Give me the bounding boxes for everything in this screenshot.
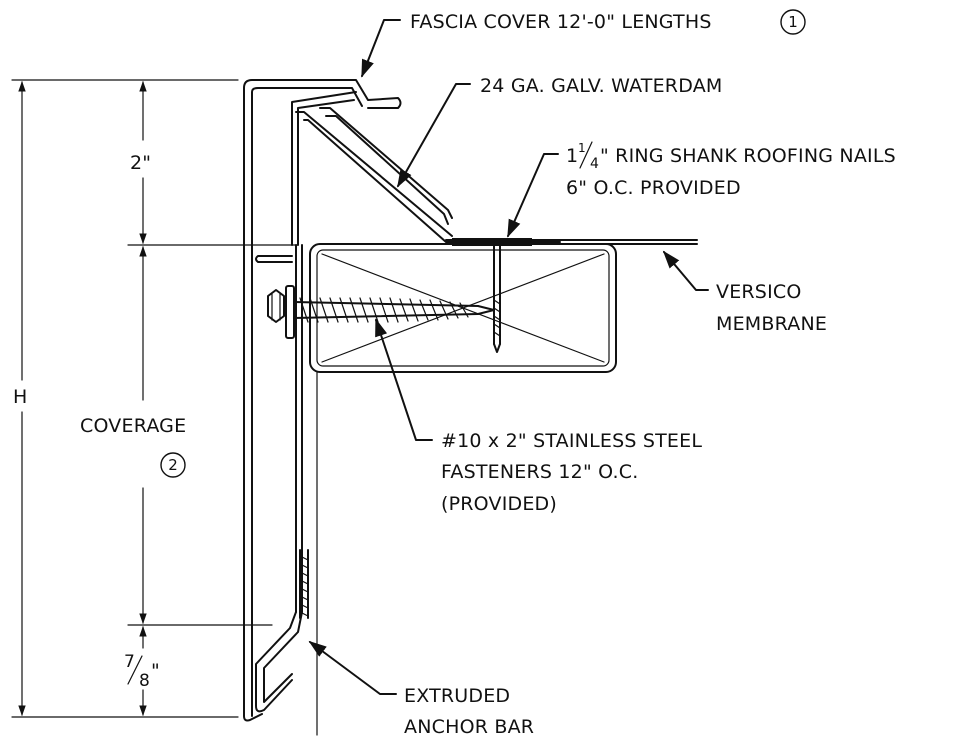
waterdam-leader <box>397 83 471 188</box>
extruded-anchor-bar <box>255 549 309 713</box>
fasteners-leader <box>375 318 433 441</box>
coverage-note-circle <box>160 452 186 478</box>
fascia-cover-label: FASCIA COVER 12'-0" LENGTHS <box>410 11 712 33</box>
fasteners-label-line1: #10 x 2" STAINLESS STEEL <box>441 430 702 452</box>
nails-whole-number: 1 <box>566 145 578 167</box>
bottom-dimension-denominator: 8 <box>139 671 150 691</box>
coverage-note-marker: 2 <box>160 452 186 478</box>
anchor-bar-label-line1: EXTRUDED <box>404 685 510 707</box>
nails-label-line2: 6" O.C. PROVIDED <box>566 177 741 199</box>
bottom-dimension-unit: " <box>151 660 160 682</box>
anchor-bar-leader <box>308 640 397 695</box>
coverage-note-number: 2 <box>168 456 178 474</box>
fascia-note-circle <box>780 9 806 35</box>
bottom-dimension-numerator: 7 <box>124 652 135 672</box>
stainless-screw <box>267 285 495 339</box>
nails-label: 1 1 4 " RING SHANK ROOFING NAILS 6" O.C.… <box>566 141 896 199</box>
height-dimension-label: H <box>13 386 28 408</box>
leader-lines <box>308 19 709 695</box>
versico-label-line1: VERSICO <box>716 281 802 303</box>
fascia-note-number: 1 <box>788 13 798 31</box>
fascia-leader <box>361 19 401 78</box>
fascia-cover <box>243 79 402 722</box>
vertical-flange <box>255 244 318 736</box>
membrane-leader <box>662 250 709 291</box>
fasteners-label-line2: FASTENERS 12" O.C. <box>441 461 638 483</box>
dimension-lines <box>11 79 299 718</box>
membrane-lap <box>452 238 532 246</box>
roofing-nail <box>493 239 501 353</box>
nails-fraction-denominator: 4 <box>590 156 599 172</box>
top-dimension-label: 2" <box>130 152 151 174</box>
versico-label-line2: MEMBRANE <box>716 313 827 335</box>
bottom-dimension-label: 7 8 " <box>124 652 160 691</box>
waterdam-label: 24 GA. GALV. WATERDAM <box>480 75 723 97</box>
nails-label-rest: " RING SHANK ROOFING NAILS <box>600 145 896 167</box>
nails-fraction-numerator: 1 <box>578 141 586 155</box>
nails-fraction-slash <box>579 141 593 169</box>
waterdam <box>291 91 561 246</box>
anchor-bar-label-line2: ANCHOR BAR <box>404 716 534 738</box>
fascia-note-marker: 1 <box>780 9 806 35</box>
coverage-label: COVERAGE <box>80 415 186 437</box>
fraction-slash <box>127 655 143 685</box>
versico-membrane <box>445 238 698 246</box>
nails-leader <box>507 153 559 238</box>
fasteners-label-line3: (PROVIDED) <box>441 493 557 515</box>
